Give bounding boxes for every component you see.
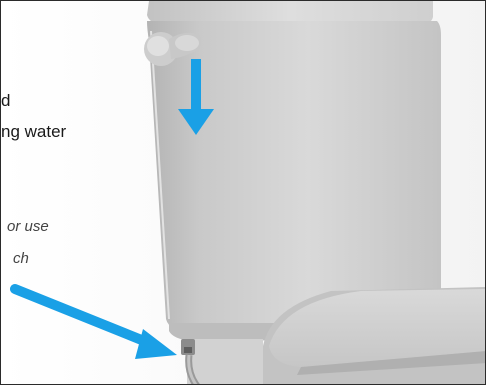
note-line-2: ch	[13, 251, 29, 266]
note-line-1: or use	[7, 219, 49, 234]
instruction-line-2: ng water	[1, 123, 66, 140]
instruction-line-1: d	[1, 92, 10, 109]
toilet-pedestal	[187, 339, 263, 385]
